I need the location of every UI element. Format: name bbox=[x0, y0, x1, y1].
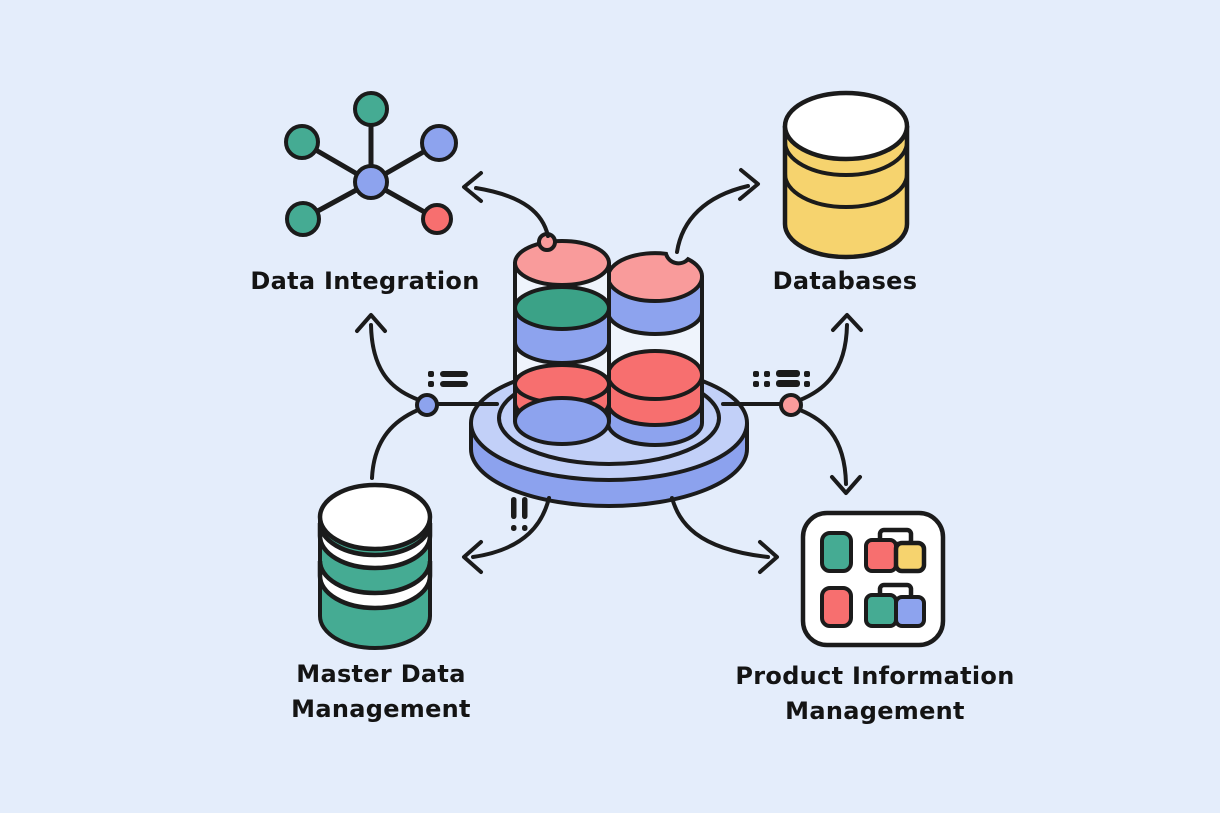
network-node-green bbox=[353, 91, 389, 127]
module-blue bbox=[894, 595, 926, 628]
module-green-blue bbox=[864, 582, 926, 628]
arrowhead-left bbox=[462, 171, 483, 203]
disc-blue-bottom bbox=[513, 396, 611, 446]
network-graph-icon bbox=[284, 91, 458, 237]
database-top bbox=[782, 90, 910, 162]
module-yellow bbox=[893, 540, 927, 574]
module-red-yellow bbox=[864, 527, 927, 574]
database-gap bbox=[317, 560, 433, 611]
network-node-blue bbox=[420, 124, 458, 162]
branch-node-pink bbox=[779, 393, 803, 417]
right-branch-connector bbox=[721, 313, 863, 495]
network-node-green bbox=[284, 124, 320, 160]
master-data-management-label: Master Data Management bbox=[181, 657, 581, 727]
arrowhead-down bbox=[830, 475, 862, 495]
module-green bbox=[864, 593, 898, 628]
disc-pink-lid bbox=[513, 239, 611, 287]
network-node-center bbox=[353, 164, 389, 200]
product-information-management-label: Product Information Management bbox=[675, 659, 1075, 729]
database-body bbox=[782, 126, 910, 260]
database-gap bbox=[317, 522, 433, 571]
disc-red-top bbox=[606, 349, 704, 401]
component-grid-icon bbox=[800, 510, 946, 648]
arrow-to-pim bbox=[670, 496, 779, 574]
cylinder-walls bbox=[513, 261, 611, 423]
arrow-to-data-integration bbox=[462, 171, 550, 238]
arrowhead-right bbox=[738, 168, 760, 201]
label-line-1: Product Information bbox=[735, 662, 1015, 690]
green-database-icon bbox=[317, 482, 433, 650]
arrowhead-up bbox=[831, 313, 863, 332]
arrow-to-databases bbox=[675, 168, 760, 254]
label-line-1: Master Data bbox=[296, 660, 466, 688]
databases-label: Databases bbox=[772, 267, 918, 295]
label-line-2: Management bbox=[785, 697, 965, 725]
yellow-database-icon bbox=[782, 90, 910, 260]
disc-stack-left bbox=[513, 232, 611, 446]
data-integration-label: Data Integration bbox=[250, 267, 480, 295]
arrow-to-mdm bbox=[462, 496, 551, 574]
arrowhead-left bbox=[462, 540, 483, 574]
double-exclamation-icon bbox=[511, 497, 528, 531]
arrowhead-right bbox=[758, 540, 779, 574]
arrowhead-up bbox=[355, 313, 387, 333]
left-branch-connector bbox=[355, 313, 499, 480]
assign-symbol-left-icon bbox=[428, 371, 468, 387]
network-node-red bbox=[421, 203, 453, 235]
tile-green bbox=[820, 531, 853, 573]
disc-pink-lid-bitten bbox=[605, 251, 704, 303]
tile-red bbox=[820, 586, 853, 628]
database-top bbox=[317, 482, 433, 552]
network-node-green bbox=[285, 201, 321, 237]
branch-node-blue bbox=[415, 393, 439, 417]
database-segment-lines bbox=[783, 140, 909, 209]
assign-symbol-right-icon bbox=[753, 370, 810, 387]
module-red bbox=[864, 538, 898, 573]
label-line-2: Management bbox=[291, 695, 471, 723]
